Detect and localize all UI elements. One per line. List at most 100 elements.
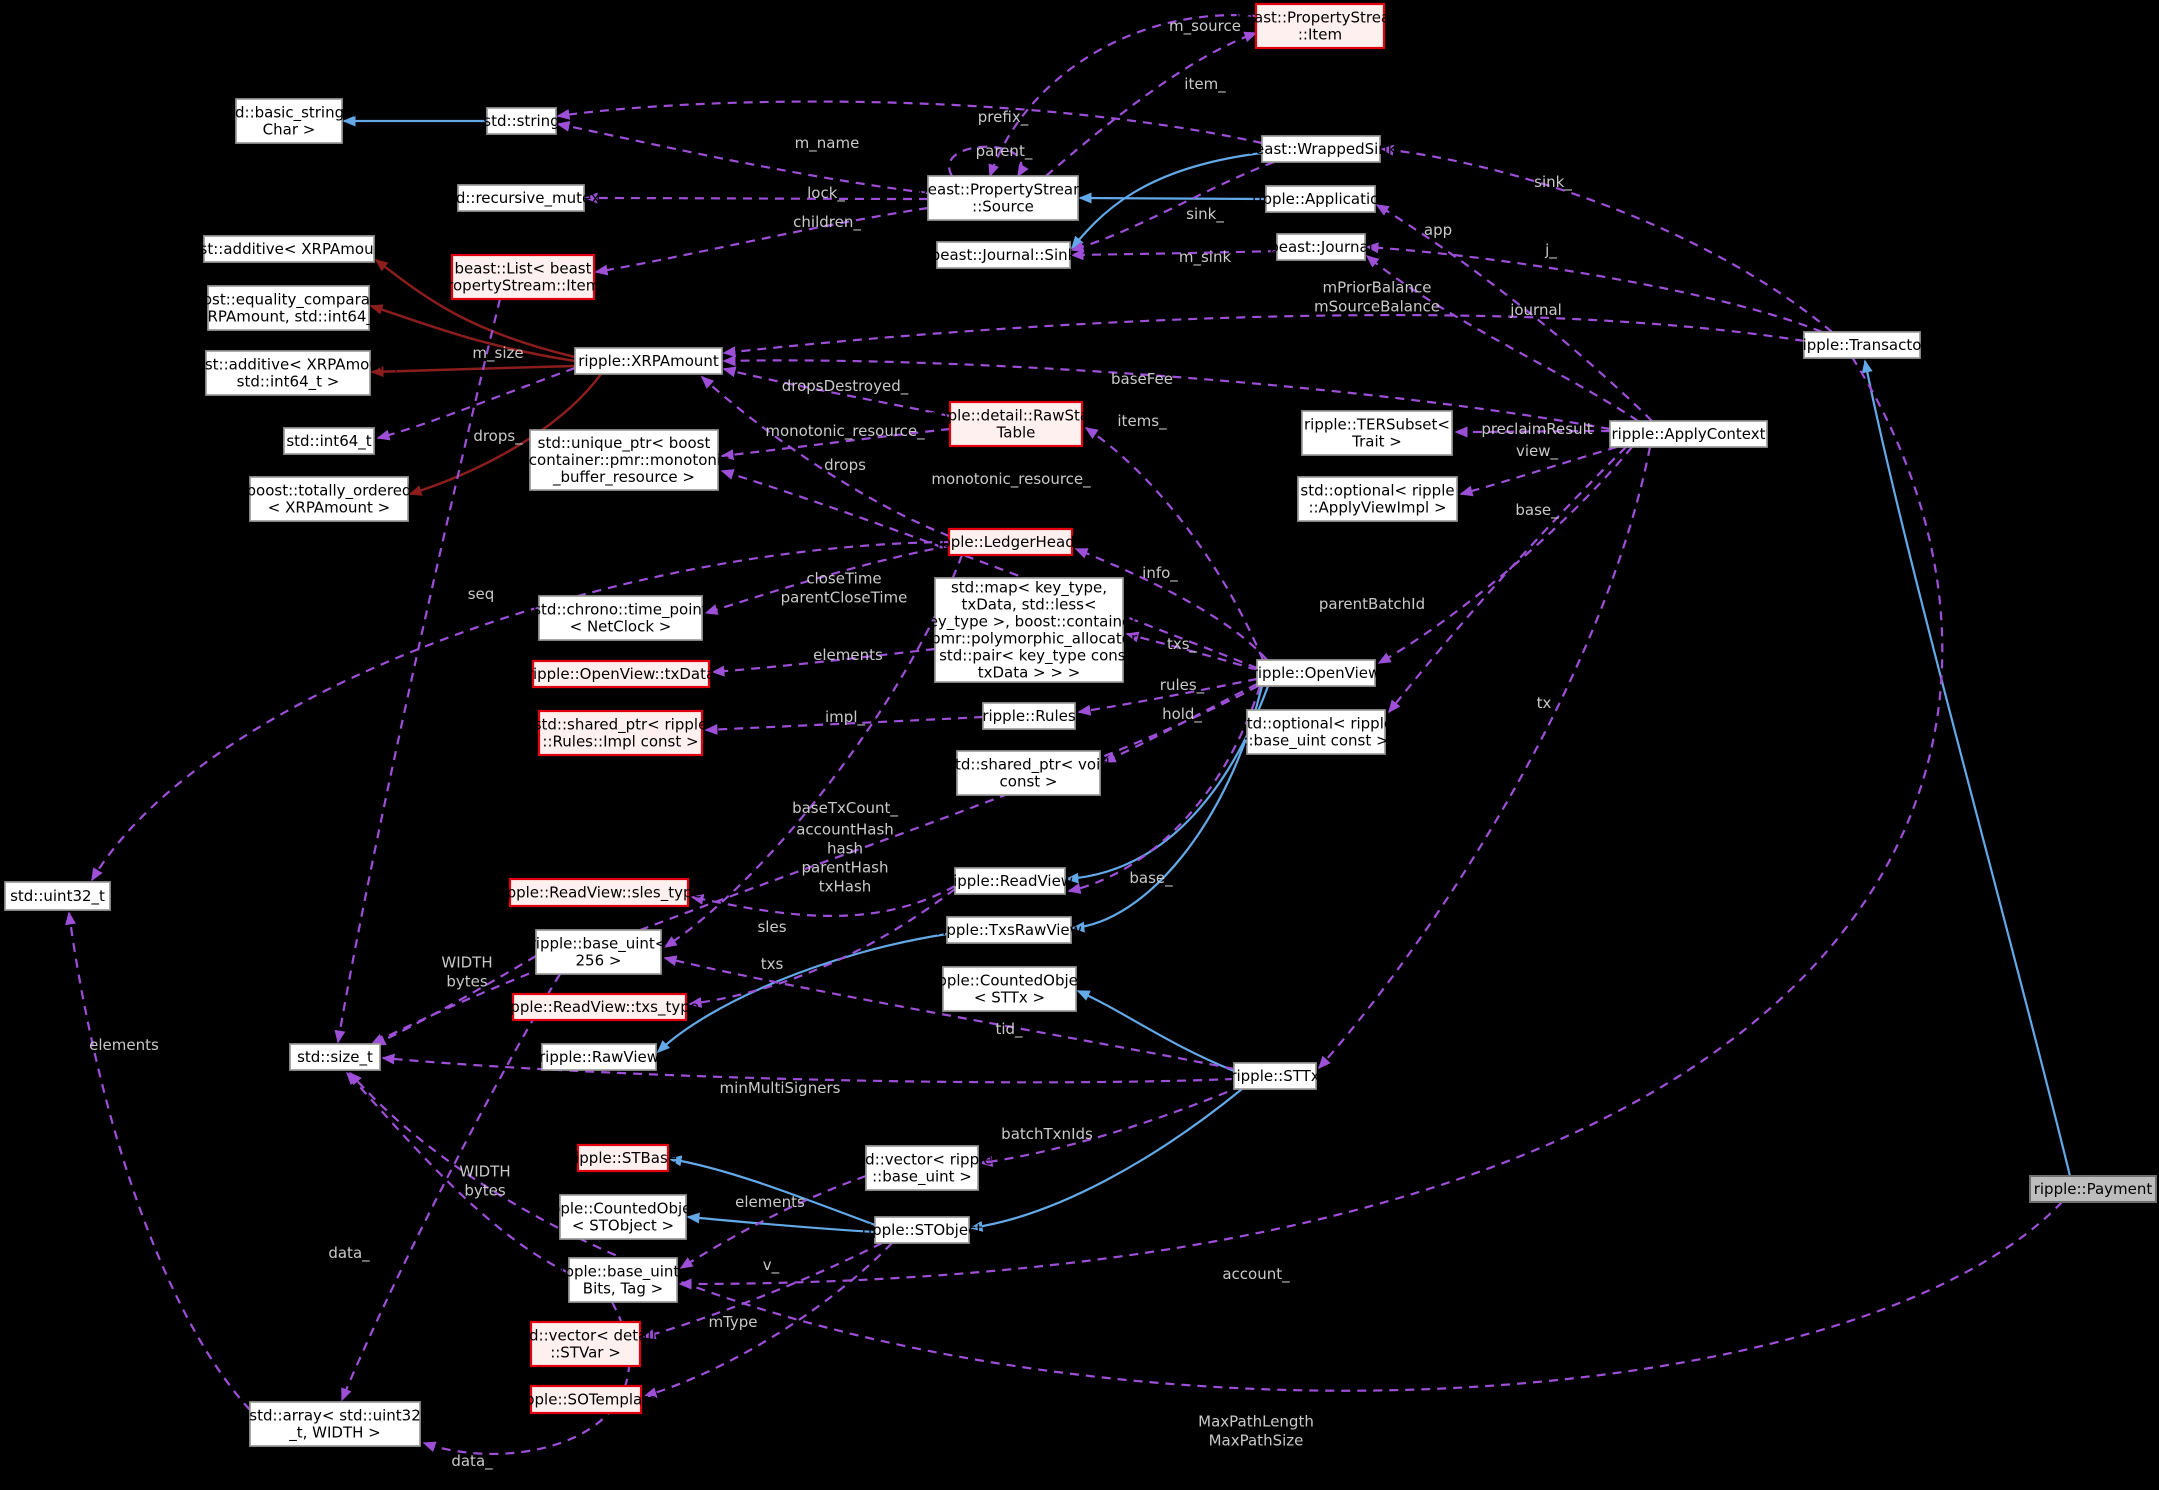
- node-box-ledgerHeader[interactable]: [947, 527, 1074, 557]
- node-soTemplate[interactable]: ripple::SOTemplate: [515, 1384, 658, 1415]
- node-countedSTTx[interactable]: ripple::CountedObject< STTx >: [927, 966, 1092, 1012]
- node-uint32[interactable]: std::uint32_t: [4, 881, 111, 911]
- node-box-txsType[interactable]: [511, 992, 688, 1022]
- node-applyContext[interactable]: ripple::ApplyContext: [1609, 420, 1768, 448]
- node-countedSTObject[interactable]: ripple::CountedObject< STObject >: [540, 1194, 706, 1240]
- node-box-slesType[interactable]: [508, 877, 690, 908]
- node-baseUint256[interactable]: ripple::base_uint<256 >: [530, 929, 668, 975]
- node-box-vectorSTVar[interactable]: [529, 1320, 642, 1368]
- node-box-mapNode[interactable]: [934, 577, 1124, 683]
- node-application[interactable]: ripple::Application: [1252, 185, 1389, 213]
- node-optApplyViewImpl[interactable]: std::optional< ripple::ApplyViewImpl >: [1297, 476, 1458, 522]
- node-readView[interactable]: ripple::ReadView: [947, 867, 1073, 895]
- node-optBaseUint[interactable]: std::optional< ripple::base_uint const >: [1239, 709, 1393, 755]
- node-box-terSubset[interactable]: [1301, 410, 1453, 456]
- node-terSubset[interactable]: ripple::TERSubset<Trait >: [1301, 410, 1453, 456]
- node-sizeT[interactable]: std::size_t: [289, 1043, 381, 1071]
- node-box-optApplyViewImpl[interactable]: [1297, 476, 1458, 522]
- node-box-uniquePtr[interactable]: [529, 429, 719, 491]
- node-box-application[interactable]: [1265, 185, 1376, 213]
- node-source[interactable]: beast::PropertyStream::Source: [918, 175, 1088, 221]
- node-slesType[interactable]: ripple::ReadView::sles_type: [496, 877, 702, 908]
- node-vectorSTVar[interactable]: std::vector< detail::STVar >: [515, 1320, 656, 1368]
- node-stdString[interactable]: std::string: [483, 107, 560, 135]
- node-timePoint[interactable]: std::chrono::time_point< NetClock >: [533, 595, 708, 641]
- node-sharedPtrRulesImpl[interactable]: std::shared_ptr< ripple::Rules::Impl con…: [534, 709, 708, 757]
- node-journalSink[interactable]: beast::Journal::Sink: [931, 241, 1077, 269]
- node-additive1[interactable]: boost::additive< XRPAmount >: [172, 235, 407, 263]
- node-uniquePtr[interactable]: std::unique_ptr< boost::container::pmr::…: [519, 429, 730, 491]
- node-box-soTemplate[interactable]: [529, 1384, 643, 1415]
- node-box-journal[interactable]: [1276, 233, 1366, 261]
- node-txsRawView[interactable]: ripple::TxsRawView: [936, 916, 1082, 944]
- node-box-beastList[interactable]: [450, 253, 596, 301]
- node-box-sharedPtrRulesImpl[interactable]: [537, 709, 704, 757]
- node-box-recursiveMutex[interactable]: [457, 184, 585, 212]
- node-box-int64[interactable]: [283, 427, 375, 455]
- node-totallyOrdered[interactable]: boost::totally_ordered< XRPAmount >: [247, 476, 412, 522]
- node-box-wrappedSink[interactable]: [1261, 135, 1381, 163]
- node-box-totallyOrdered[interactable]: [249, 476, 409, 522]
- node-openViewTxData[interactable]: ripple::OpenView::txData: [527, 659, 715, 689]
- node-wrappedSink[interactable]: beast::WrappedSink: [1246, 135, 1397, 163]
- node-stobject[interactable]: ripple::STObject: [862, 1216, 983, 1244]
- node-box-rawStateTable[interactable]: [948, 400, 1084, 448]
- node-box-baseUintBits[interactable]: [568, 1257, 678, 1303]
- node-box-uint32[interactable]: [4, 881, 111, 911]
- node-box-stbase[interactable]: [576, 1143, 670, 1173]
- node-box-additive1[interactable]: [203, 235, 375, 263]
- node-mapNode[interactable]: std::map< key_type,txData, std::less<key…: [921, 577, 1139, 683]
- node-box-item[interactable]: [1254, 2, 1386, 50]
- node-baseUintBits[interactable]: ripple::base_uint<Bits, Tag >: [554, 1257, 692, 1303]
- node-basicString[interactable]: std::basic_string<Char >: [221, 98, 357, 144]
- node-journal[interactable]: beast::Journal: [1269, 233, 1373, 261]
- node-additive2[interactable]: boost::additive< XRPAmount,std::int64_t …: [177, 350, 399, 396]
- node-box-sharedPtrVoid[interactable]: [956, 750, 1101, 796]
- node-box-vectorBaseUint[interactable]: [865, 1145, 979, 1191]
- node-box-source[interactable]: [927, 175, 1079, 221]
- node-openView[interactable]: ripple::OpenView: [1252, 659, 1381, 687]
- node-box-readView[interactable]: [954, 867, 1066, 895]
- node-box-equalityComparable[interactable]: [207, 285, 370, 331]
- node-box-openViewTxData[interactable]: [531, 659, 711, 689]
- node-recursiveMutex[interactable]: std::recursive_mutex: [442, 184, 600, 212]
- node-txsType[interactable]: ripple::ReadView::txs_type: [500, 992, 699, 1022]
- node-box-sttx[interactable]: [1233, 1062, 1317, 1090]
- node-transactor[interactable]: ripple::Transactor: [1796, 331, 1928, 359]
- node-box-txsRawView[interactable]: [946, 916, 1072, 944]
- node-box-applyContext[interactable]: [1609, 420, 1768, 448]
- node-box-timePoint[interactable]: [538, 595, 703, 641]
- node-equalityComparable[interactable]: boost::equality_comparable< XRPAmount, s…: [180, 285, 397, 331]
- node-ledgerHeader[interactable]: ripple::LedgerHeader: [931, 527, 1091, 557]
- node-box-countedSTObject[interactable]: [559, 1194, 687, 1240]
- node-box-transactor[interactable]: [1803, 331, 1921, 359]
- node-box-journalSink[interactable]: [936, 241, 1071, 269]
- node-box-stdString[interactable]: [486, 107, 557, 135]
- node-payment[interactable]: ripple::Payment: [2029, 1175, 2157, 1203]
- node-beastList[interactable]: beast::List< beast::PropertyStream::Item…: [428, 253, 618, 301]
- node-sttx[interactable]: ripple::STTx: [1230, 1062, 1320, 1090]
- node-xrpAmount[interactable]: ripple::XRPAmount: [574, 347, 723, 375]
- node-box-rawView[interactable]: [541, 1043, 657, 1071]
- node-box-rules[interactable]: [982, 702, 1076, 730]
- node-box-basicString[interactable]: [235, 98, 343, 144]
- node-box-payment[interactable]: [2029, 1175, 2157, 1203]
- node-box-additive2[interactable]: [205, 350, 371, 396]
- node-arrayNode[interactable]: std::array< std::uint32_t, WIDTH >: [249, 1401, 421, 1447]
- node-item[interactable]: beast::PropertyStream::Item: [1235, 2, 1405, 50]
- node-box-countedSTTx[interactable]: [942, 966, 1077, 1012]
- node-stbase[interactable]: ripple::STBase: [569, 1143, 677, 1173]
- node-box-sizeT[interactable]: [289, 1043, 381, 1071]
- node-rules[interactable]: ripple::Rules: [982, 702, 1076, 730]
- node-box-stobject[interactable]: [874, 1216, 970, 1244]
- node-box-optBaseUint[interactable]: [1246, 709, 1386, 755]
- node-int64[interactable]: std::int64_t: [283, 427, 375, 455]
- node-vectorBaseUint[interactable]: std::vector< ripple::base_uint >: [851, 1145, 993, 1191]
- node-box-xrpAmount[interactable]: [574, 347, 723, 375]
- node-box-openView[interactable]: [1256, 659, 1376, 687]
- node-rawView[interactable]: ripple::RawView: [539, 1043, 659, 1071]
- node-box-baseUint256[interactable]: [535, 929, 662, 975]
- node-box-arrayNode[interactable]: [249, 1401, 421, 1447]
